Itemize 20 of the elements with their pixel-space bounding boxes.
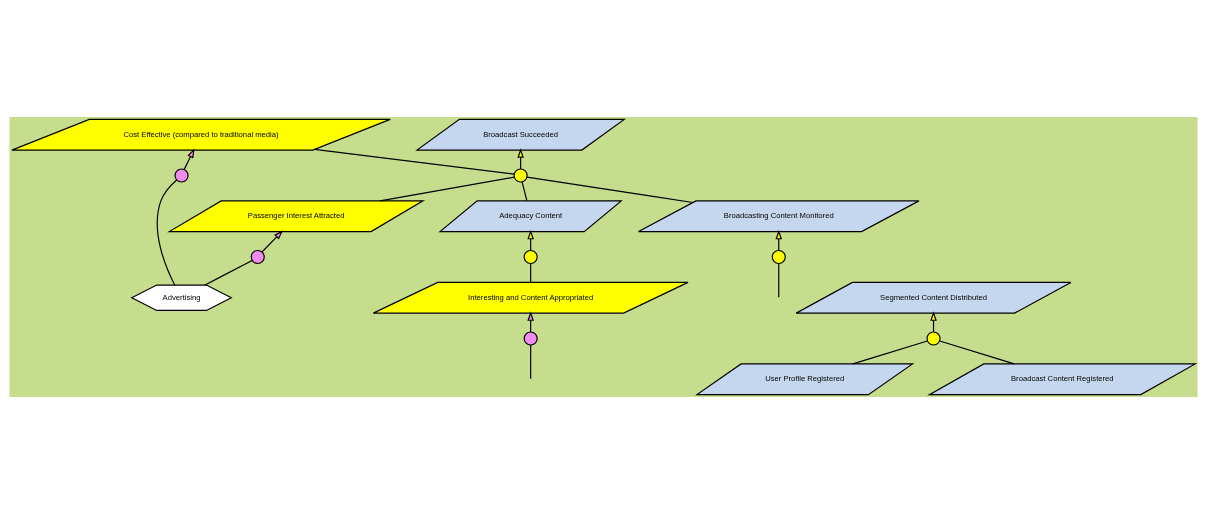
node-circle xyxy=(250,249,265,264)
arrow xyxy=(261,229,284,253)
connector xyxy=(379,176,515,201)
connector xyxy=(156,178,178,286)
node-circle xyxy=(513,167,528,183)
connector xyxy=(521,180,528,201)
connector xyxy=(939,339,1015,364)
connector xyxy=(852,339,928,364)
connector xyxy=(204,259,253,286)
connector xyxy=(314,148,515,175)
node-circle xyxy=(771,249,786,264)
node-circle xyxy=(523,330,538,346)
node-circle xyxy=(523,249,538,264)
arrow xyxy=(183,148,195,170)
connector xyxy=(778,262,780,298)
node-circle xyxy=(926,330,941,346)
connector xyxy=(530,344,532,379)
connector xyxy=(526,175,694,203)
connector xyxy=(530,262,532,283)
node-circle xyxy=(174,167,189,183)
